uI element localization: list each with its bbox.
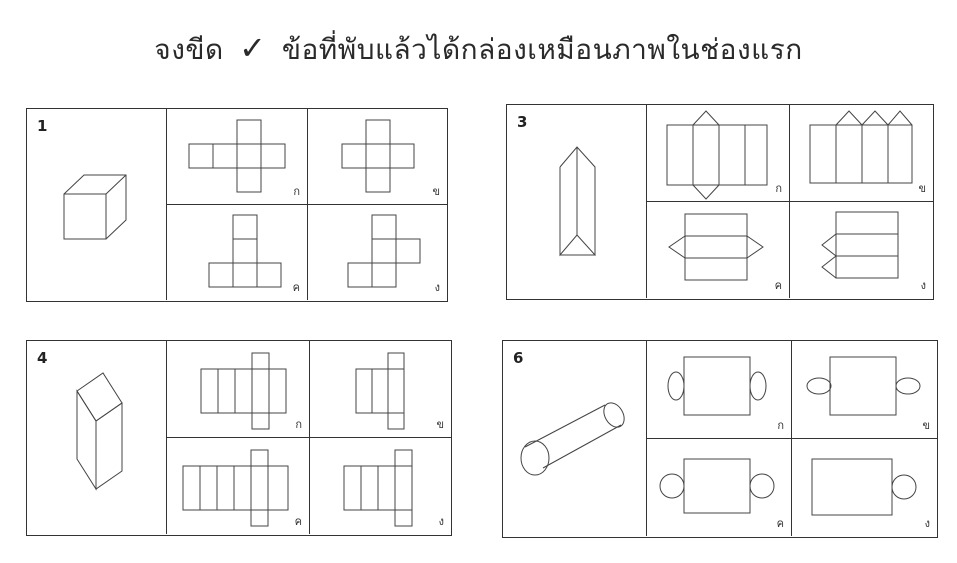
- cube-net-option-c: [208, 214, 282, 288]
- option-label: ข: [922, 419, 930, 432]
- title-instruction-end: ข้อที่พับแล้วได้กล่องเหมือนภาพในช่องแรก: [281, 33, 803, 66]
- question-number: 1: [37, 117, 48, 135]
- option-label: ก: [293, 185, 300, 198]
- option-cell-a[interactable]: ก: [167, 109, 308, 205]
- option-cell-b[interactable]: ข: [790, 105, 933, 202]
- question-number: 4: [37, 349, 48, 367]
- option-label: ก: [777, 419, 784, 432]
- rectangular-prism-icon: [76, 372, 123, 491]
- option-cell-b[interactable]: ข: [792, 341, 937, 439]
- title-instruction-start: จงขีด: [154, 33, 224, 66]
- option-cell-c[interactable]: ค: [167, 438, 310, 534]
- option-cell-d[interactable]: ง: [310, 438, 451, 534]
- question-shape-cell: 3: [507, 105, 647, 298]
- cube-net-option-a: [188, 119, 286, 193]
- cylinder-net-option-a: [667, 356, 767, 416]
- prism-net-option-b: [809, 110, 913, 184]
- prism-net-option-a: [200, 352, 287, 430]
- cylinder-net-option-c: [659, 458, 775, 514]
- prism-net-option-d: [821, 211, 899, 279]
- option-label: ง: [924, 517, 930, 530]
- option-label: ค: [294, 515, 302, 528]
- checkmark-icon: ✓: [239, 29, 267, 67]
- cylinder-icon: [520, 402, 625, 476]
- question-panel-4: 4 ก ข ค: [26, 340, 452, 536]
- question-panel-1: 1 ก ข ค: [26, 108, 448, 302]
- worksheet-title: จงขีด ✓ ข้อที่พับแล้วได้กล่องเหมือนภาพใน…: [0, 28, 957, 72]
- question-panel-3: 3 ก ข ค: [506, 104, 934, 300]
- prism-net-option-c: [182, 449, 289, 527]
- option-label: ข: [918, 182, 926, 195]
- triangular-prism-icon: [559, 146, 596, 257]
- option-label: ค: [776, 517, 784, 530]
- cube-net-option-d: [347, 214, 421, 288]
- question-number: 3: [517, 113, 528, 131]
- cube-icon: [63, 174, 127, 240]
- prism-net-option-a: [666, 110, 768, 200]
- option-label: ง: [438, 515, 444, 528]
- question-number: 6: [513, 349, 524, 367]
- option-label: ก: [775, 182, 782, 195]
- option-label: ข: [432, 185, 440, 198]
- option-label: ง: [920, 279, 926, 292]
- option-label: ข: [436, 418, 444, 431]
- option-cell-a[interactable]: ก: [647, 341, 792, 439]
- option-cell-a[interactable]: ก: [167, 341, 310, 438]
- question-shape-cell: 1: [27, 109, 167, 300]
- option-label: ง: [434, 281, 440, 294]
- option-cell-d[interactable]: ง: [790, 202, 933, 298]
- cylinder-net-option-d: [811, 458, 917, 516]
- question-panel-6: 6 ก ข ค: [502, 340, 938, 538]
- prism-net-option-b: [355, 352, 405, 430]
- option-label: ค: [292, 281, 300, 294]
- option-label: ค: [774, 279, 782, 292]
- option-cell-b[interactable]: ข: [310, 341, 451, 438]
- option-label: ก: [295, 418, 302, 431]
- prism-net-option-c: [668, 213, 764, 281]
- option-cell-c[interactable]: ค: [167, 205, 308, 300]
- option-cell-c[interactable]: ค: [647, 439, 792, 536]
- option-cell-a[interactable]: ก: [647, 105, 790, 202]
- prism-net-option-d: [343, 449, 413, 527]
- option-cell-c[interactable]: ค: [647, 202, 790, 298]
- option-cell-b[interactable]: ข: [308, 109, 447, 205]
- question-shape-cell: 6: [503, 341, 647, 536]
- question-shape-cell: 4: [27, 341, 167, 534]
- cube-net-option-b: [341, 119, 415, 193]
- cylinder-net-option-b: [806, 356, 921, 416]
- option-cell-d[interactable]: ง: [792, 439, 937, 536]
- option-cell-d[interactable]: ง: [308, 205, 447, 300]
